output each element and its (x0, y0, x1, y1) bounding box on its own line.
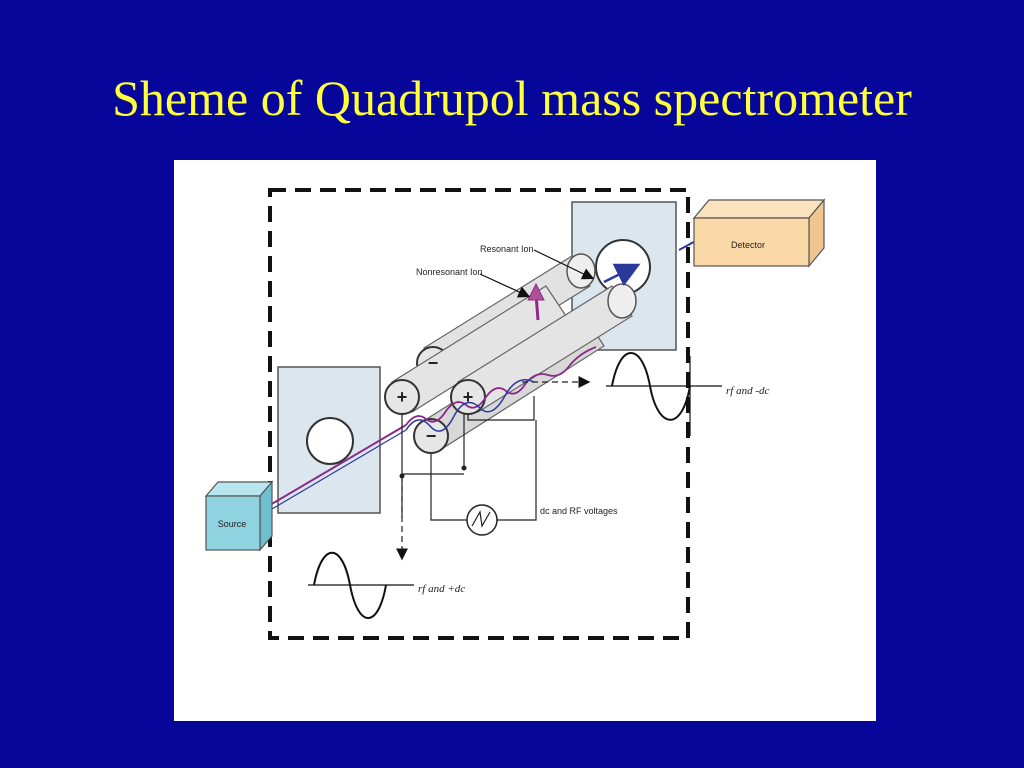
resonant-ion-trajectory (405, 346, 597, 426)
quadrupole-rods (384, 253, 637, 454)
rf-minus-dc-waveform (606, 352, 722, 436)
rod-left-polarity: + (397, 387, 408, 407)
vacuum-enclosure-boundary (268, 188, 690, 640)
resonant-ion-label: Resonant Ion (480, 244, 534, 254)
source-box: Source (204, 480, 274, 552)
quadrupole-diagram: − + + − Resonant Ion Nonresonant Ion Det… (174, 160, 876, 721)
rf-source-symbol (466, 504, 498, 536)
quadrupole-diagram-svg: − + + − Resonant Ion Nonresonant Ion Det… (204, 188, 826, 640)
resonant-ion-exit-arrow (603, 263, 641, 287)
rod-right-polarity: + (463, 387, 474, 407)
detector-box: Detector (692, 198, 826, 268)
entrance-aperture (306, 417, 354, 465)
nonresonant-ion-label: Nonresonant Ion (416, 267, 483, 277)
slide-title: Sheme of Quadrupol mass spectrometer (112, 70, 912, 126)
nonresonant-ion-trajectory (405, 379, 535, 432)
rod-bottom-polarity: − (426, 426, 437, 446)
rf-plus-dc-label: rf and +dc (418, 583, 465, 595)
source-ion-beam (269, 424, 407, 506)
dc-rf-voltages-label: dc and RF voltages (540, 506, 618, 516)
detector-label: Detector (731, 240, 765, 250)
rf-minus-dc-label: rf and -dc (726, 385, 770, 397)
rf-plus-dc-waveform (308, 552, 414, 619)
source-label: Source (218, 519, 247, 529)
rod-top-polarity: − (428, 353, 439, 373)
entrance-plate (277, 366, 381, 514)
